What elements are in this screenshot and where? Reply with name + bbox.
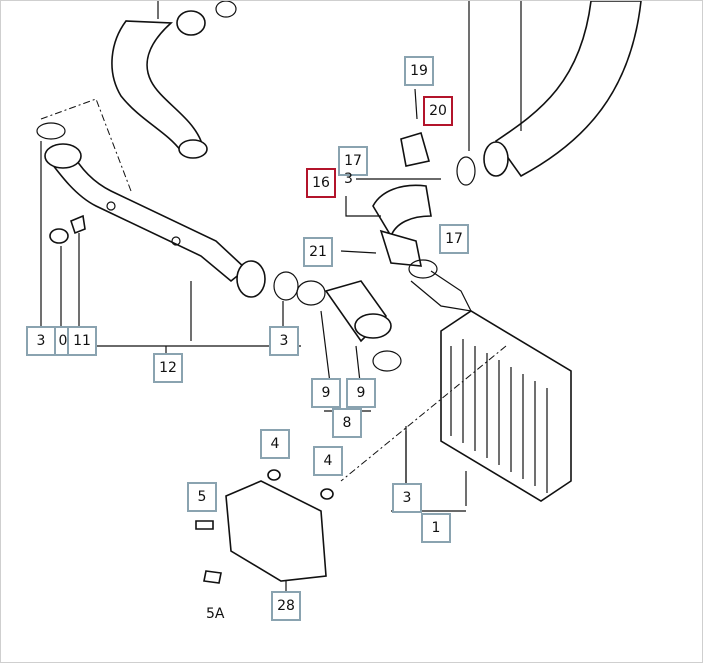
label-3-inline: 3 — [344, 171, 353, 187]
callout-20[interactable]: 20 — [423, 96, 453, 126]
bolt-hole-1 — [106, 201, 116, 211]
ring-top — [215, 1, 237, 18]
label-5a: 5A — [206, 606, 225, 622]
right-hose-end — [483, 141, 509, 177]
right-hose — [494, 1, 642, 178]
nut-4a — [267, 469, 281, 481]
pipe-end-left — [44, 143, 82, 169]
hose-end-bottom — [178, 139, 208, 159]
callout-16[interactable]: 16 — [306, 168, 336, 198]
dashed-box — [40, 98, 132, 192]
callout-9-left[interactable]: 9 — [311, 378, 341, 408]
upper-hose — [111, 20, 203, 153]
plug — [49, 228, 69, 244]
callout-19[interactable]: 19 — [404, 56, 434, 86]
callout-28[interactable]: 28 — [271, 591, 301, 621]
bolt-hole-2 — [171, 236, 181, 246]
leader-3a — [345, 178, 441, 217]
screw — [70, 214, 86, 235]
dashed-line-1 — [340, 345, 507, 482]
leader-top-right — [468, 1, 522, 151]
intercooler — [440, 310, 572, 502]
ring-right — [456, 156, 476, 186]
callout-3-middle[interactable]: 3 — [269, 326, 299, 356]
callout-4-right[interactable]: 4 — [313, 446, 343, 476]
callout-8[interactable]: 8 — [332, 408, 362, 438]
bolt-21 — [340, 250, 377, 254]
seal-left — [36, 122, 66, 140]
leader-lines-left — [40, 141, 284, 341]
seal-3b — [273, 271, 299, 301]
elbow-lower — [379, 229, 422, 267]
sensor — [400, 132, 431, 167]
pipe-end-right — [236, 260, 266, 298]
oring-9a — [296, 280, 326, 306]
callout-9-right[interactable]: 9 — [346, 378, 376, 408]
bracket — [225, 480, 327, 582]
callout-5[interactable]: 5 — [187, 482, 217, 512]
callout-17-lower[interactable]: 17 — [439, 224, 469, 254]
leader-9 — [320, 310, 371, 416]
adapter-end — [354, 313, 392, 339]
bolt-5a — [203, 570, 222, 584]
ring-17b — [408, 259, 438, 279]
bolt-5 — [195, 520, 214, 530]
callout-1[interactable]: 1 — [421, 513, 451, 543]
charge-pipe — [44, 150, 248, 283]
intercooler-inlet — [410, 270, 473, 312]
nut-4b — [320, 488, 334, 500]
hose-end-top — [176, 10, 206, 36]
oring-9b — [372, 350, 402, 372]
callout-12[interactable]: 12 — [153, 353, 183, 383]
callout-3-right[interactable]: 3 — [392, 483, 422, 513]
callout-17-upper[interactable]: 17 — [338, 146, 368, 176]
callout-3-left[interactable]: 3 — [26, 326, 56, 356]
callout-11[interactable]: 11 — [67, 326, 97, 356]
screw-19 — [414, 88, 418, 120]
elbow-upper — [372, 184, 432, 238]
callout-4-left[interactable]: 4 — [260, 429, 290, 459]
callout-21[interactable]: 21 — [303, 237, 333, 267]
